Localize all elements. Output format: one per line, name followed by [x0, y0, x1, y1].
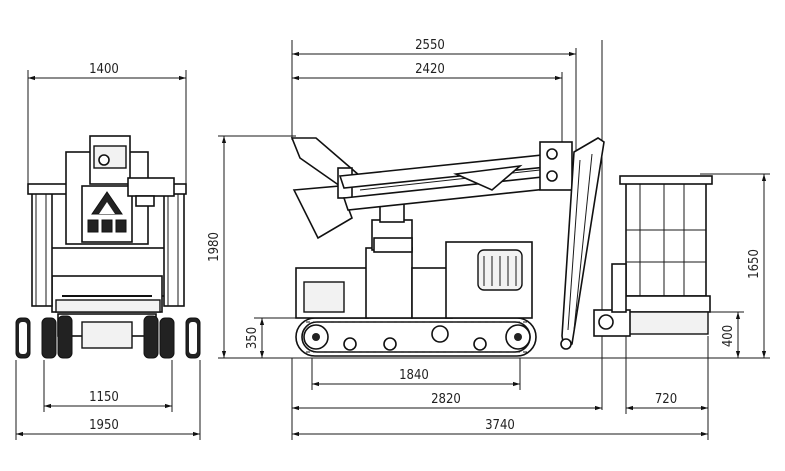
dim-height-total: 1980 [207, 232, 222, 262]
dim-boom-inner: 2420 [415, 62, 445, 77]
side-view: 2550 2420 1980 350 [207, 38, 770, 440]
dim-basket-floor: 400 [721, 325, 736, 347]
dim-basket-height: 1650 [747, 249, 762, 279]
dim-boom-outer: 2550 [415, 38, 445, 53]
dim-machine-length: 2820 [431, 392, 461, 407]
front-view: 1400 [15, 62, 201, 440]
dim-track-length: 1840 [399, 368, 429, 383]
dim-overall-length: 3740 [485, 418, 515, 433]
dim-front-track-outer: 1950 [89, 418, 119, 433]
dim-front-track-inner: 1150 [89, 390, 119, 405]
dim-basket-width: 720 [655, 392, 677, 407]
dim-front-width-top: 1400 [89, 62, 119, 77]
dim-ground-clearance: 350 [245, 327, 260, 349]
